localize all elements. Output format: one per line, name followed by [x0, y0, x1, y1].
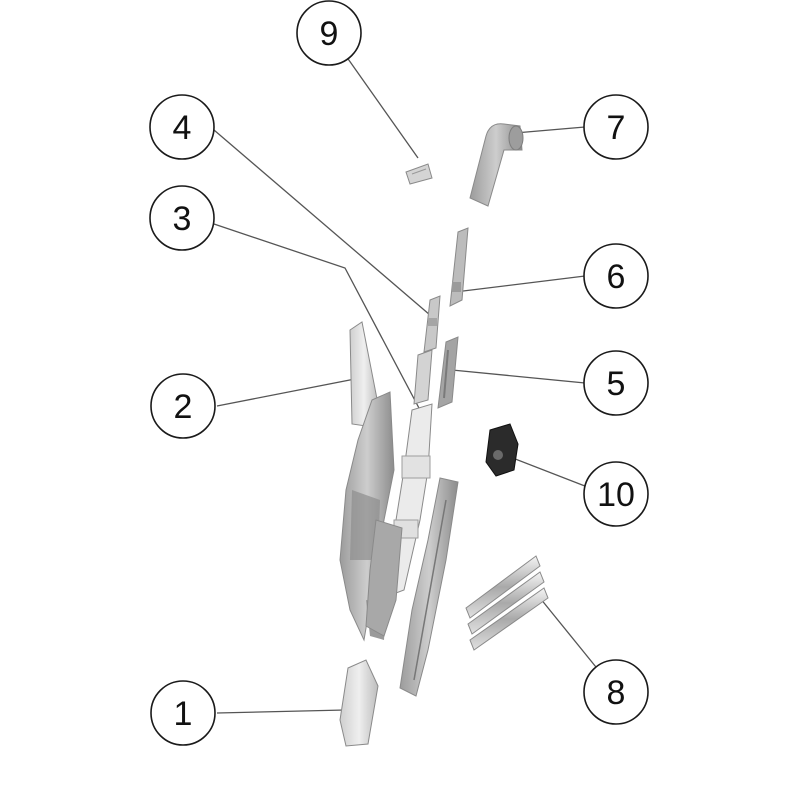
- callout-7-label: 7: [607, 109, 626, 147]
- callout-8: 8: [583, 659, 649, 725]
- callout-5: 5: [583, 350, 649, 416]
- callout-2-label: 2: [174, 388, 193, 426]
- leader-1: [216, 709, 346, 714]
- callout-10-label: 10: [597, 476, 635, 514]
- leader-lines: [213, 55, 601, 714]
- callout-9-label: 9: [320, 15, 339, 53]
- leader-6: [454, 275, 586, 293]
- callout-9: 9: [296, 0, 362, 66]
- leader-10: [504, 454, 591, 489]
- leader-2: [216, 377, 361, 407]
- callout-3: 3: [149, 185, 215, 251]
- callout-4: 4: [149, 94, 215, 160]
- callout-7: 7: [583, 94, 649, 160]
- callout-4-label: 4: [173, 109, 192, 147]
- callout-3-label: 3: [173, 200, 192, 238]
- parts: [339, 123, 549, 747]
- callout-6: 6: [583, 243, 649, 309]
- part-right-rail: [399, 477, 459, 697]
- leader-8: [539, 597, 601, 673]
- part-rod-set: [465, 555, 549, 651]
- part-small-bracket: [413, 295, 441, 405]
- part-motor-unit: [485, 423, 519, 477]
- callout-8-label: 8: [607, 674, 626, 712]
- leader-7: [514, 126, 586, 134]
- part-clip: [405, 163, 433, 185]
- leader-9: [345, 55, 419, 159]
- leader-3: [213, 223, 421, 411]
- callout-1-label: 1: [174, 695, 193, 733]
- part-side-panel: [437, 336, 459, 409]
- leader-4: [213, 129, 431, 316]
- callout-6-label: 6: [607, 258, 626, 296]
- part-lower-end-cap: [339, 659, 379, 747]
- callout-5-label: 5: [607, 365, 626, 403]
- leader-5: [451, 369, 586, 384]
- callout-1: 1: [150, 680, 216, 746]
- callout-2: 2: [150, 373, 216, 439]
- part-middle-housing: [365, 519, 403, 637]
- part-connector-strip: [449, 227, 469, 307]
- callout-10: 10: [583, 461, 649, 527]
- part-angled-handle: [469, 123, 524, 207]
